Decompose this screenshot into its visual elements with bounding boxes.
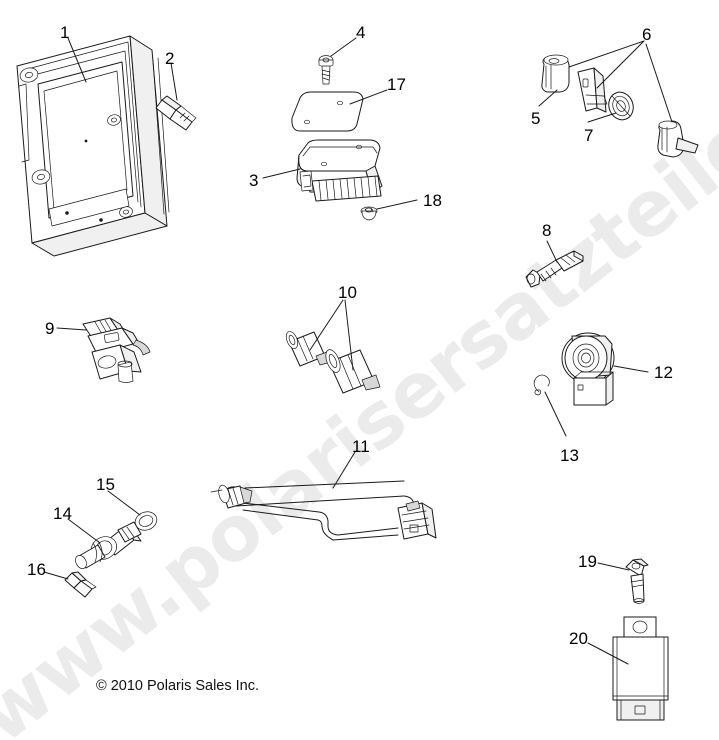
- callout-8: 8: [542, 221, 552, 240]
- callout-18: 18: [423, 191, 442, 210]
- part-throttle-position-sensor-bracket: [83, 318, 150, 383]
- part-temperature-sensor: [526, 251, 583, 287]
- callout-9: 9: [45, 319, 55, 338]
- callout-15: 15: [96, 475, 115, 494]
- part-fuel-injector-set: [284, 330, 380, 393]
- part-elbow-fitting-sensor: [73, 522, 141, 571]
- callout-10: 10: [338, 283, 357, 302]
- part-junction-box-cover-plate: [292, 92, 363, 131]
- callout-4: 4: [356, 23, 366, 42]
- part-relay-mounting-bolt: [626, 559, 648, 603]
- part-well-nut-grommet: [361, 207, 377, 220]
- part-sensor-retaining-bolt: [65, 572, 96, 597]
- part-cover-screw: [319, 56, 333, 85]
- callout-12: 12: [654, 363, 673, 382]
- part-ecu-mounting-bolt: [156, 96, 196, 130]
- part-oxygen-sensor-with-harness: [211, 481, 436, 540]
- callout-7: 7: [584, 126, 594, 145]
- part-retaining-clip-set: [578, 68, 698, 157]
- callout-1: 1: [60, 23, 70, 42]
- callout-16: 16: [27, 560, 46, 579]
- callout-20: 20: [569, 629, 588, 648]
- callout-6: 6: [642, 25, 652, 44]
- callout-19: 19: [578, 552, 597, 571]
- part-e-clip-retainer: [534, 375, 549, 395]
- copyright-notice: © 2010 Polaris Sales Inc.: [96, 678, 260, 694]
- callout-2: 2: [165, 49, 175, 68]
- part-sensor-cap-plug: [542, 55, 569, 92]
- callout-13: 13: [560, 446, 579, 465]
- part-connector-junction-box: [297, 140, 382, 201]
- part-knock-sensor: [562, 333, 614, 405]
- part-ecu-electronic-control-unit: [17, 36, 169, 256]
- callout-5: 5: [531, 109, 541, 128]
- callout-17: 17: [387, 75, 406, 94]
- part-relay-module: [613, 617, 668, 720]
- callout-3: 3: [249, 171, 259, 190]
- callout-14: 14: [53, 504, 72, 523]
- callout-11: 11: [352, 437, 370, 456]
